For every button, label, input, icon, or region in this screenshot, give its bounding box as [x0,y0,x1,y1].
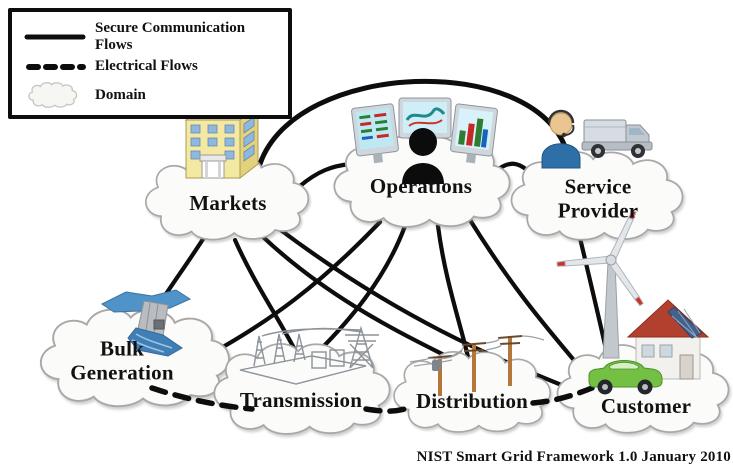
support-agent-and-truck-icon [541,109,653,169]
bulk-generation-label: Bulk Generation [70,336,174,384]
distribution-label: Distribution [415,389,529,414]
hydroelectric-dam-icon [101,289,192,357]
house-solar-wind-ev-icon [556,209,710,395]
dashed-line-icon [24,62,86,72]
legend-row-electrical: Electrical Flows [24,58,280,75]
office-building-icon [184,104,260,180]
legend-label-domain: Domain [95,86,146,103]
customer-label: Customer [600,394,692,419]
secure-communication-flow-lines [145,78,610,389]
comm-line-service-provider-customer [577,235,610,357]
legend-row-secure-communication: Secure Communication Flows [24,20,280,54]
comm-line-operations-customer [467,217,585,373]
legend-box: Secure Communication Flows Electrical Fl… [8,8,292,119]
legend-label-secure-communication: Secure Communication Flows [95,20,246,53]
comm-line-operations-transmission [315,223,408,355]
elec-line-bulk-generation-transmission [149,385,255,412]
operations-label: Operations [369,174,473,199]
legend-row-domain: Domain [24,79,280,111]
service-provider-label: Service Provider [557,174,639,222]
utility-poles-icon [409,335,545,396]
electrical-flow-lines [149,385,595,414]
comm-line-operations-bulk-generation [211,219,383,355]
transmission-label: Transmission [239,388,363,413]
substation-and-towers-icon [239,325,379,385]
comm-line-operations-service-provider [497,161,530,173]
elec-line-transmission-distribution [363,405,411,414]
solid-line-icon [24,33,86,41]
comm-line-markets-service-provider [257,78,570,167]
elec-line-distribution-customer [530,385,595,406]
comm-line-markets-distribution [259,233,453,361]
legend-label-electrical: Electrical Flows [95,58,198,74]
control-room-monitors-icon [351,97,498,184]
comm-line-markets-transmission [232,237,300,357]
domain-icons [101,97,710,396]
markets-label: Markets [189,191,267,216]
caption: NIST Smart Grid Framework 1.0 January 20… [416,449,731,465]
cloud-icon [24,79,86,111]
